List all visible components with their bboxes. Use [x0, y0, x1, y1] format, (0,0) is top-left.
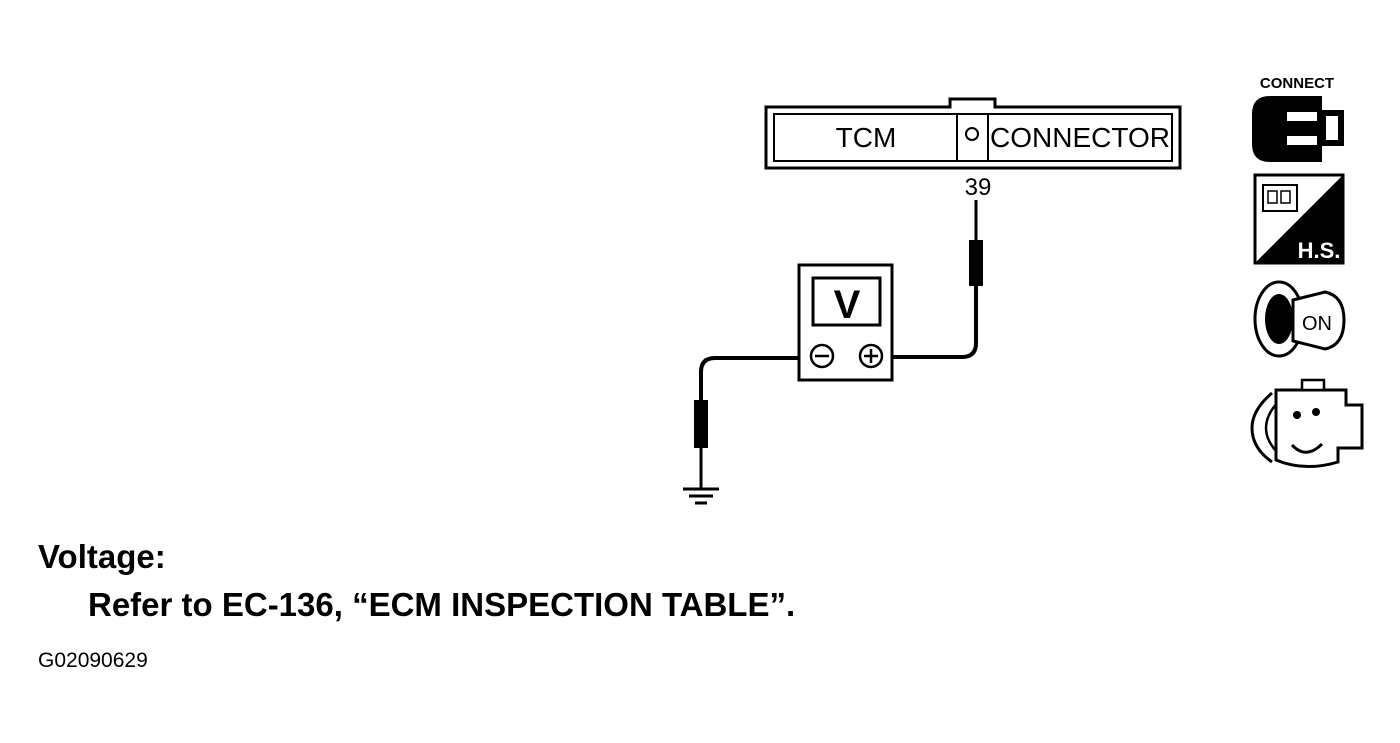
harness-switch-icon: H.S.	[1253, 173, 1345, 265]
negative-terminal-icon	[809, 343, 835, 369]
connector-left-label: TCM	[836, 122, 897, 153]
ignition-key-icon: ON	[1253, 280, 1346, 358]
ignition-label: ON	[1302, 313, 1332, 335]
terminal-pin	[965, 127, 979, 141]
reference-note: Refer to EC-136, “ECM INSPECTION TABLE”.	[88, 586, 796, 623]
engine-running-icon	[1250, 378, 1364, 469]
harness-label: H.S.	[1298, 238, 1341, 263]
figure-id: G02090629	[38, 649, 148, 672]
positive-probe-lead	[893, 200, 983, 359]
connector-right-label: CONNECTOR	[990, 122, 1170, 153]
negative-probe-lead	[694, 356, 799, 488]
voltmeter: V	[797, 263, 894, 382]
positive-terminal-icon	[858, 343, 884, 369]
connect-icon	[1252, 96, 1344, 162]
connect-label: CONNECT	[1260, 75, 1334, 92]
tcm-connector: TCM CONNECTOR	[764, 97, 1182, 170]
terminal-number: 39	[965, 174, 992, 201]
ground-icon	[683, 487, 719, 505]
meter-display: V	[834, 283, 861, 327]
voltage-heading: Voltage:	[38, 538, 166, 575]
